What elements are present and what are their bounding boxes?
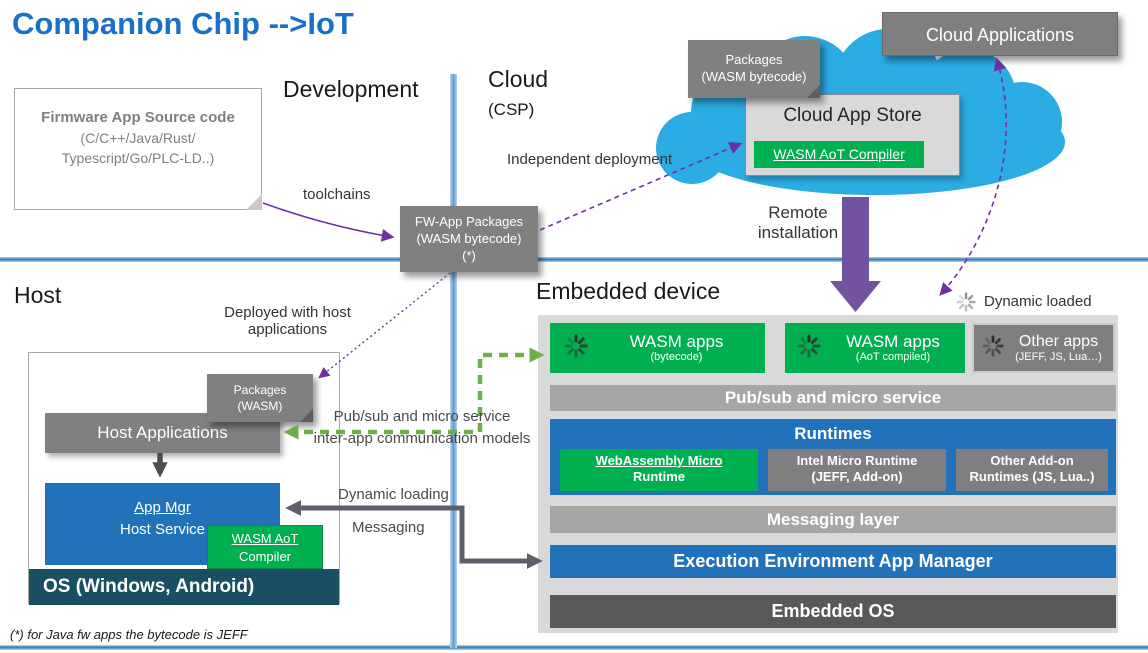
host-packages-line1: Packages xyxy=(233,383,287,397)
other-apps-title: Other apps xyxy=(1018,333,1099,350)
heading-cloud-sub: (CSP) xyxy=(488,100,535,119)
remote-installation-label: Remote installation xyxy=(748,203,848,243)
divider-vertical xyxy=(450,74,457,648)
runtime-other-box: Other Add-on Runtimes (JS, Lua..) xyxy=(956,449,1108,491)
cloud-app-store-box: Cloud App Store WASM AoT Compiler xyxy=(745,94,960,176)
embedded-os-bar: Embedded OS xyxy=(550,595,1116,628)
pubsub-models-line2: inter-app communication models xyxy=(313,430,531,447)
cloud-applications-label: Cloud Applications xyxy=(925,25,1075,45)
remote-line1: Remote xyxy=(768,203,828,222)
firmware-source-title: Firmware App Source code xyxy=(41,109,235,126)
cloud-packages-tag: Packages (WASM bytecode) xyxy=(688,40,820,98)
divider-horizontal-bottom xyxy=(0,645,1148,650)
heading-host: Host xyxy=(14,282,62,308)
fw-app-packages-line1: FW-App Packages xyxy=(414,214,524,229)
page-title: Companion Chip -->IoT xyxy=(12,6,354,41)
independent-deployment-label: Independent deployment xyxy=(507,151,673,168)
host-service-label: Host Service xyxy=(119,521,206,538)
runtime-other-line2: Runtimes (JS, Lua..) xyxy=(969,469,1095,484)
dynamic-loaded-spinner-icon xyxy=(956,292,976,317)
wasm-apps-bytecode-title: WASM apps xyxy=(629,332,724,351)
divider-horizontal-top xyxy=(0,257,1148,262)
runtime-intel-box: Intel Micro Runtime (JEFF, Add-on) xyxy=(768,449,946,491)
fw-app-packages-line2: (WASM bytecode) xyxy=(416,231,522,246)
host-box: Host Applications App Mgr Host Service W… xyxy=(28,352,340,605)
execution-env-bar: Execution Environment App Manager xyxy=(550,545,1116,578)
runtime-wamr-box: WebAssembly Micro Runtime xyxy=(560,449,758,491)
wasm-apps-bytecode-box: WASM apps (bytecode) xyxy=(550,323,765,373)
toolchains-label: toolchains xyxy=(303,186,371,203)
execution-env-label: Execution Environment App Manager xyxy=(673,551,993,571)
app-mgr-label: App Mgr xyxy=(134,499,191,516)
host-applications-label: Host Applications xyxy=(97,423,228,442)
runtime-wamr-line2: Runtime xyxy=(633,469,685,484)
arrow-toolchains xyxy=(262,202,395,242)
wasm-apps-aot-box: WASM apps (AoT compiled) xyxy=(785,323,965,373)
cloud-applications-box: Cloud Applications xyxy=(882,12,1118,56)
remote-line2: installation xyxy=(757,223,839,242)
wasm-apps-aot-title: WASM apps xyxy=(846,332,940,351)
cloud-app-store-title: Cloud App Store xyxy=(783,105,922,126)
other-apps-sub: (JEFF, JS, Lua…) xyxy=(1015,351,1102,363)
dynamic-loading-label: Dynamic loading xyxy=(338,486,449,503)
deployed-line2: applications xyxy=(247,321,328,338)
heading-cloud: Cloud xyxy=(488,66,549,92)
wasm-apps-bytecode-sub: (bytecode) xyxy=(650,351,703,363)
firmware-source-line3: Typescript/Go/PLC-LD..) xyxy=(61,150,215,166)
embedded-device-panel: WASM apps (bytecode) WASM apps (AoT comp… xyxy=(538,315,1118,633)
runtime-other-line1: Other Add-on xyxy=(990,453,1074,468)
other-apps-box: Other apps (JEFF, JS, Lua…) xyxy=(972,323,1115,373)
fw-app-packages-box: FW-App Packages (WASM bytecode) (*) xyxy=(400,206,538,272)
host-wasm-aot-compiler-box: WASM AoT Compiler xyxy=(207,525,323,569)
runtime-intel-line1: Intel Micro Runtime xyxy=(796,453,918,468)
host-os-bar: OS (Windows, Android) xyxy=(29,569,339,605)
host-wasm-aot-line2: Compiler xyxy=(238,549,291,564)
fw-app-packages-line3: (*) xyxy=(462,248,476,263)
firmware-source-box: Firmware App Source code (C/C++/Java/Rus… xyxy=(14,88,262,210)
embedded-os-label: Embedded OS xyxy=(771,601,895,621)
footnote: (*) for Java fw apps the bytecode is JEF… xyxy=(10,627,248,642)
cloud-wasm-aot-compiler-box: WASM AoT Compiler xyxy=(754,141,924,168)
pubsub-models-label: Pub/sub and micro service inter-app comm… xyxy=(298,406,546,450)
cloud-wasm-aot-compiler-label: WASM AoT Compiler xyxy=(773,146,905,162)
host-wasm-aot-line1: WASM AoT xyxy=(231,531,299,546)
spinner-icon xyxy=(564,334,588,363)
host-applications-box: Host Applications xyxy=(45,413,280,453)
spinner-icon xyxy=(797,334,821,363)
deployed-line1: Deployed with host xyxy=(224,304,351,321)
cloud-packages-line1: Packages xyxy=(725,52,783,67)
pubsub-models-line1: Pub/sub and micro service xyxy=(333,408,511,425)
wasm-apps-aot-sub: (AoT compiled) xyxy=(855,351,931,363)
dynamic-loaded-label: Dynamic loaded xyxy=(984,293,1092,310)
heading-development: Development xyxy=(283,76,419,102)
heading-embedded-device: Embedded device xyxy=(536,278,721,304)
messaging-layer-bar: Messaging layer xyxy=(550,506,1116,533)
messaging-layer-label: Messaging layer xyxy=(766,510,900,529)
cloud-packages-line2: (WASM bytecode) xyxy=(701,69,807,84)
runtimes-title: Runtimes xyxy=(794,424,872,443)
firmware-source-line2: (C/C++/Java/Rust/ xyxy=(80,130,196,146)
pubsub-service-bar: Pub/sub and micro service xyxy=(550,385,1116,411)
runtime-intel-line2: (JEFF, Add-on) xyxy=(811,469,903,484)
host-os-label: OS (Windows, Android) xyxy=(43,576,255,597)
pubsub-service-label: Pub/sub and micro service xyxy=(724,388,942,407)
spinner-icon xyxy=(982,334,1004,362)
host-packages-line2: (WASM) xyxy=(237,399,283,413)
runtime-wamr-line1: WebAssembly Micro xyxy=(595,453,723,468)
messaging-label: Messaging xyxy=(352,519,425,536)
deployed-with-host-label: Deployed with host applications xyxy=(205,304,370,338)
runtimes-container: Runtimes WebAssembly Micro Runtime Intel… xyxy=(550,419,1116,495)
